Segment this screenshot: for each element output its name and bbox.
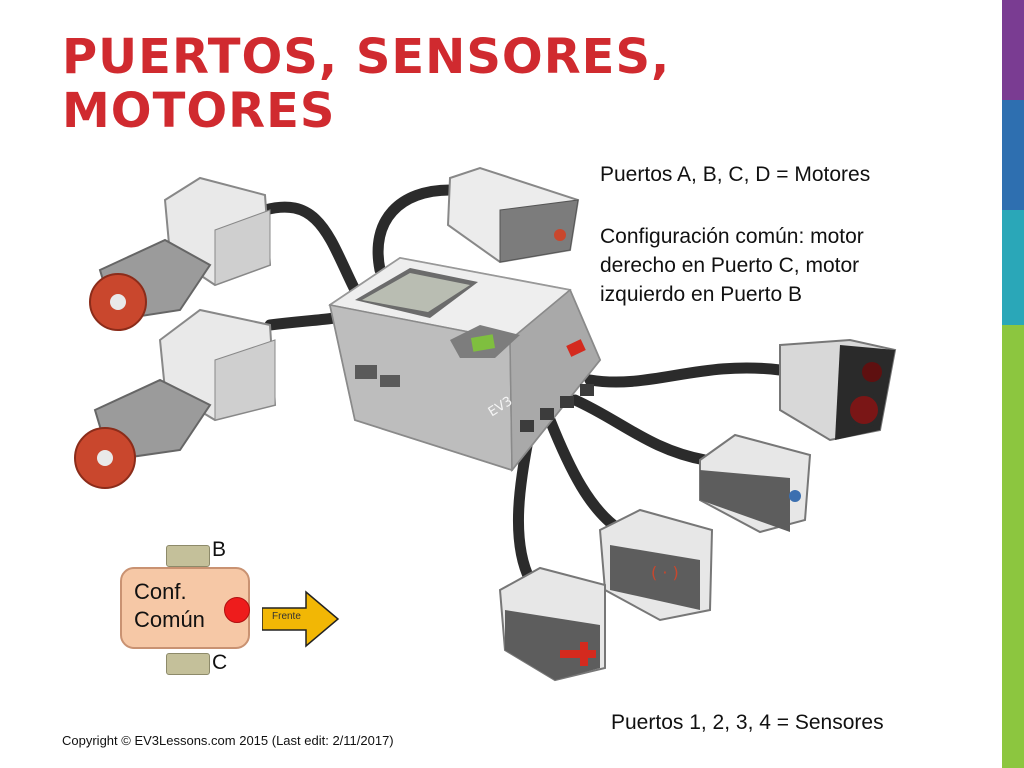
touch-sensor-icon — [498, 566, 606, 682]
config-description: Configuración común: motor derecho en Pu… — [600, 222, 864, 309]
front-arrow-label: Frente — [272, 611, 301, 622]
config-line-1: Configuración común: motor — [600, 225, 864, 248]
ev3-illustration: EV3 — [74, 166, 897, 682]
medium-motor-icon — [446, 166, 580, 264]
conf-line-2: Común — [134, 607, 205, 632]
gyro-sensor-icon: ( · ) — [598, 508, 714, 622]
large-motor-icon — [74, 308, 277, 489]
config-line-3: izquierdo en Puerto B — [600, 283, 802, 306]
config-line-2: derecho en Puerto C, motor — [600, 254, 860, 277]
robot-body: Conf. Común — [120, 567, 250, 649]
motors-text: Puertos A, B, C, D = Motores — [600, 163, 871, 186]
motors-description: Puertos A, B, C, D = Motores — [600, 160, 870, 189]
wheel-b — [166, 545, 210, 567]
port-c-label: C — [212, 651, 228, 674]
sensors-text: Puertos 1, 2, 3, 4 = Sensores — [611, 711, 884, 734]
port-b-label: B — [212, 538, 227, 561]
sensors-description: Puertos 1, 2, 3, 4 = Sensores — [611, 708, 884, 737]
title-line-1: PUERTOS, SENSORES, — [62, 29, 671, 85]
front-dot-marker — [224, 597, 250, 623]
title-line-2: MOTORES — [62, 83, 336, 139]
wheel-c — [166, 653, 210, 675]
ev3-brick-icon: EV3 — [328, 256, 602, 473]
ultrasonic-sensor-icon — [779, 338, 897, 442]
front-arrow-icon: Frente — [261, 590, 342, 653]
color-sensor-icon — [699, 433, 812, 534]
conf-line-1: Conf. — [134, 579, 187, 604]
svg-text:( · ): ( · ) — [651, 563, 679, 582]
conf-text: Conf. Común — [134, 578, 205, 634]
copyright-text: Copyright © EV3Lessons.com 2015 (Last ed… — [62, 733, 394, 748]
accent-stripe-green — [1002, 325, 1024, 768]
accent-stripe-purple — [1002, 0, 1024, 100]
accent-stripe-blue — [1002, 100, 1024, 210]
accent-stripe-teal — [1002, 210, 1024, 325]
large-motor-icon — [89, 176, 272, 331]
slide-title: PUERTOS, SENSORES, MOTORES — [62, 30, 670, 138]
